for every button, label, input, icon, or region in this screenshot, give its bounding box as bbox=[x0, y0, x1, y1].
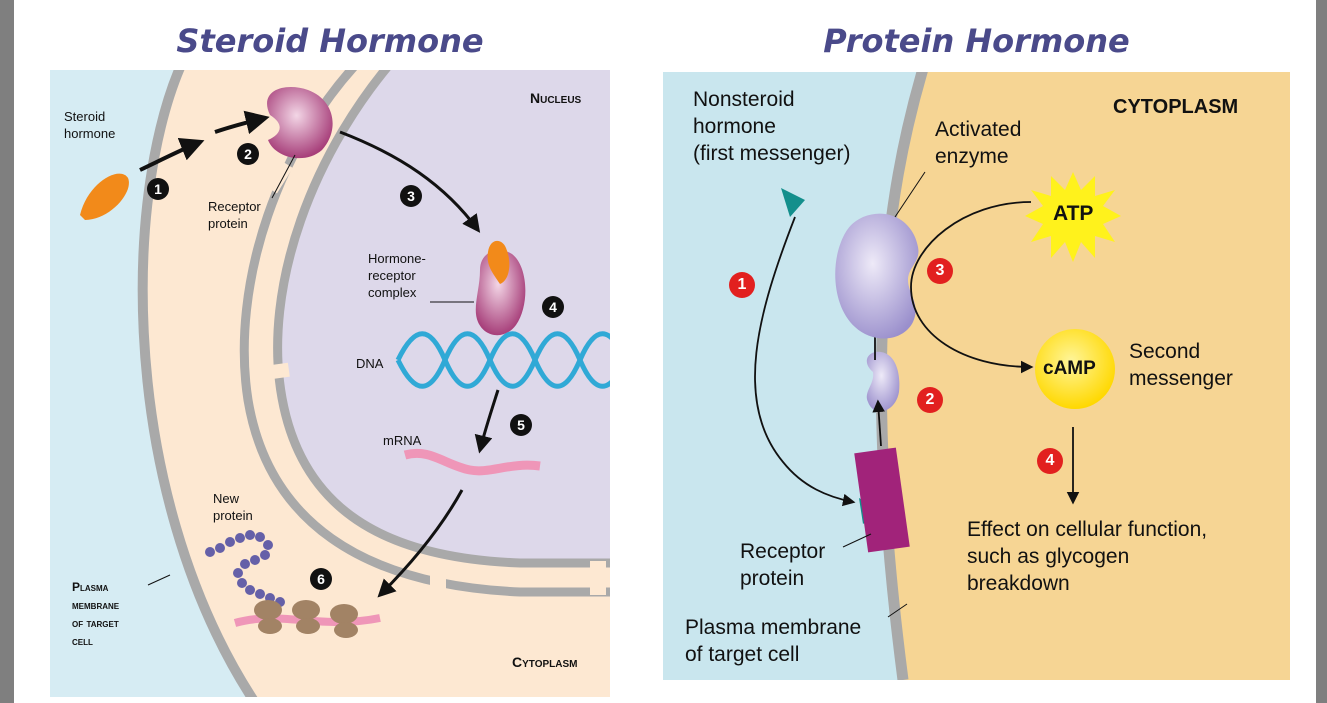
atp-label: ATP bbox=[1053, 202, 1094, 225]
nucleus-label: Nucleus bbox=[530, 90, 582, 106]
nucleus-region bbox=[275, 70, 610, 565]
camp-label: cAMP bbox=[1043, 358, 1096, 379]
step-4-badge-right: 4 bbox=[1037, 448, 1063, 474]
steroid-diagram-art bbox=[80, 70, 610, 697]
right-edge-bar bbox=[1316, 0, 1327, 703]
nuclear-envelope-inner bbox=[273, 70, 610, 568]
nonsteroid-hormone-molecule bbox=[781, 188, 805, 217]
cytoplasm-label-right: CYTOPLASM bbox=[1113, 96, 1239, 118]
ribosomes bbox=[254, 600, 358, 638]
receptor-protein-shape bbox=[267, 87, 333, 159]
camp-circle bbox=[1035, 329, 1115, 409]
g-protein bbox=[866, 351, 900, 412]
left-edge-bar bbox=[0, 0, 14, 703]
hormone-receptor-complex-shape bbox=[475, 250, 526, 336]
step-2-badge-right: 2 bbox=[917, 387, 943, 413]
plasma-membrane bbox=[137, 70, 258, 697]
step-3-badge-right: 3 bbox=[927, 258, 953, 284]
step-4-badge: 4 bbox=[542, 296, 564, 318]
receptor-protein-shape-right bbox=[854, 447, 910, 553]
step-1-badge: 1 bbox=[147, 178, 169, 200]
step-2-badge: 2 bbox=[237, 143, 259, 165]
step-3-badge: 3 bbox=[400, 185, 422, 207]
activated-enzyme-shape bbox=[835, 213, 919, 339]
step-1-badge-right: 1 bbox=[729, 272, 755, 298]
new-protein-chain bbox=[205, 530, 285, 607]
dna-label: DNA bbox=[356, 356, 384, 371]
steroid-hormone-title: Steroid Hormone bbox=[176, 22, 484, 60]
protein-diagram-art bbox=[754, 72, 1290, 680]
atp-star bbox=[1025, 172, 1121, 262]
mrna-strand bbox=[403, 448, 541, 476]
steroid-hormone-molecule bbox=[80, 173, 129, 220]
step-6-badge: 6 bbox=[310, 568, 332, 590]
effect-label: Effect on cellular function,such as glyc… bbox=[967, 518, 1208, 595]
step-5-badge: 5 bbox=[510, 414, 532, 436]
dna-helix bbox=[395, 331, 610, 389]
protein-hormone-title: Protein Hormone bbox=[823, 22, 1130, 60]
mrna-label: mRNA bbox=[383, 433, 422, 448]
cytoplasm-label: Cytoplasm bbox=[512, 654, 578, 670]
